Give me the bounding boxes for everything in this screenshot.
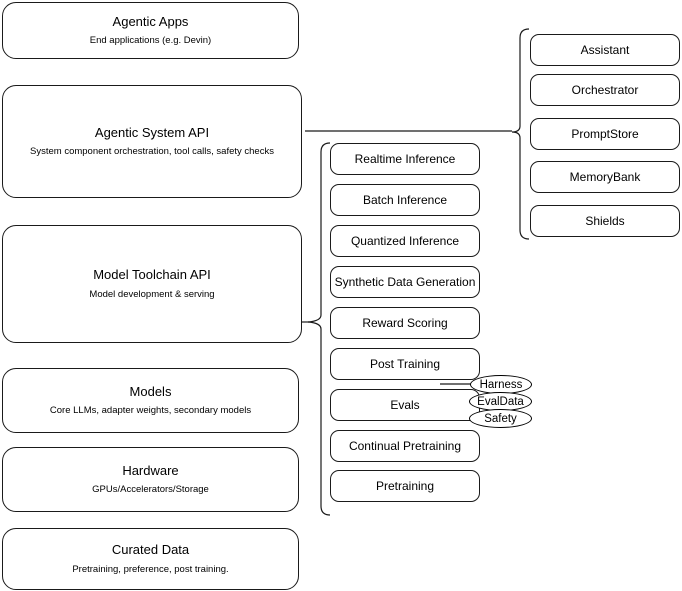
- component-label: Continual Pretraining: [348, 439, 462, 453]
- layer-model-toolchain-api[interactable]: Model Toolchain API Model development & …: [2, 225, 302, 343]
- component-label: Orchestrator: [571, 83, 639, 97]
- component-shields[interactable]: Shields: [530, 205, 680, 237]
- eval-subcomponent-evaldata[interactable]: EvalData: [469, 392, 532, 411]
- component-orchestrator[interactable]: Orchestrator: [530, 74, 680, 106]
- component-label: Evals: [390, 398, 420, 412]
- component-label: Quantized Inference: [350, 234, 460, 248]
- component-label: Reward Scoring: [362, 316, 448, 330]
- layer-title: Model Toolchain API: [93, 267, 211, 283]
- component-continual-pretraining[interactable]: Continual Pretraining: [330, 430, 480, 462]
- layer-subtitle: Core LLMs, adapter weights, secondary mo…: [49, 405, 252, 417]
- layer-title: Models: [129, 383, 172, 399]
- eval-subcomponent-harness[interactable]: Harness: [470, 375, 532, 394]
- layer-agentic-apps[interactable]: Agentic Apps End applications (e.g. Devi…: [2, 2, 299, 59]
- component-batch-inference[interactable]: Batch Inference: [330, 184, 480, 216]
- layer-subtitle: Pretraining, preference, post training.: [72, 563, 229, 575]
- component-quantized-inference[interactable]: Quantized Inference: [330, 225, 480, 257]
- pill-label: EvalData: [477, 395, 524, 408]
- component-label: Shields: [585, 214, 625, 228]
- component-memorybank[interactable]: MemoryBank: [530, 161, 680, 193]
- component-label: PromptStore: [571, 127, 639, 141]
- system-components-bracket: [511, 28, 530, 240]
- toolchain-components-bracket: [307, 142, 331, 516]
- component-post-training[interactable]: Post Training: [330, 348, 480, 380]
- layer-title: Curated Data: [111, 542, 190, 558]
- layer-title: Agentic System API: [94, 124, 210, 140]
- layer-title: Agentic Apps: [112, 13, 189, 29]
- component-promptstore[interactable]: PromptStore: [530, 118, 680, 150]
- component-label: Synthetic Data Generation: [334, 275, 476, 289]
- pill-label: Harness: [479, 378, 523, 391]
- pill-label: Safety: [484, 412, 517, 425]
- layer-subtitle: System component orchestration, tool cal…: [30, 146, 274, 158]
- component-pretraining[interactable]: Pretraining: [330, 470, 480, 502]
- layer-title: Hardware: [122, 462, 179, 478]
- layer-curated-data[interactable]: Curated Data Pretraining, preference, po…: [2, 528, 299, 590]
- component-synthetic-data-generation[interactable]: Synthetic Data Generation: [330, 266, 480, 298]
- layer-subtitle: GPUs/Accelerators/Storage: [92, 484, 209, 496]
- layer-subtitle: Model development & serving: [89, 288, 215, 300]
- layer-hardware[interactable]: Hardware GPUs/Accelerators/Storage: [2, 447, 299, 512]
- component-realtime-inference[interactable]: Realtime Inference: [330, 143, 480, 175]
- component-label: Batch Inference: [362, 193, 448, 207]
- layer-models[interactable]: Models Core LLMs, adapter weights, secon…: [2, 368, 299, 433]
- layer-agentic-system-api[interactable]: Agentic System API System component orch…: [2, 85, 302, 198]
- component-reward-scoring[interactable]: Reward Scoring: [330, 307, 480, 339]
- component-label: Realtime Inference: [354, 152, 456, 166]
- component-label: MemoryBank: [569, 170, 641, 184]
- layer-subtitle: End applications (e.g. Devin): [89, 35, 212, 47]
- eval-subcomponent-safety[interactable]: Safety: [469, 409, 532, 428]
- component-label: Pretraining: [375, 479, 435, 493]
- component-evals[interactable]: Evals: [330, 389, 480, 421]
- component-label: Post Training: [369, 357, 441, 371]
- component-label: Assistant: [580, 43, 630, 57]
- component-assistant[interactable]: Assistant: [530, 34, 680, 66]
